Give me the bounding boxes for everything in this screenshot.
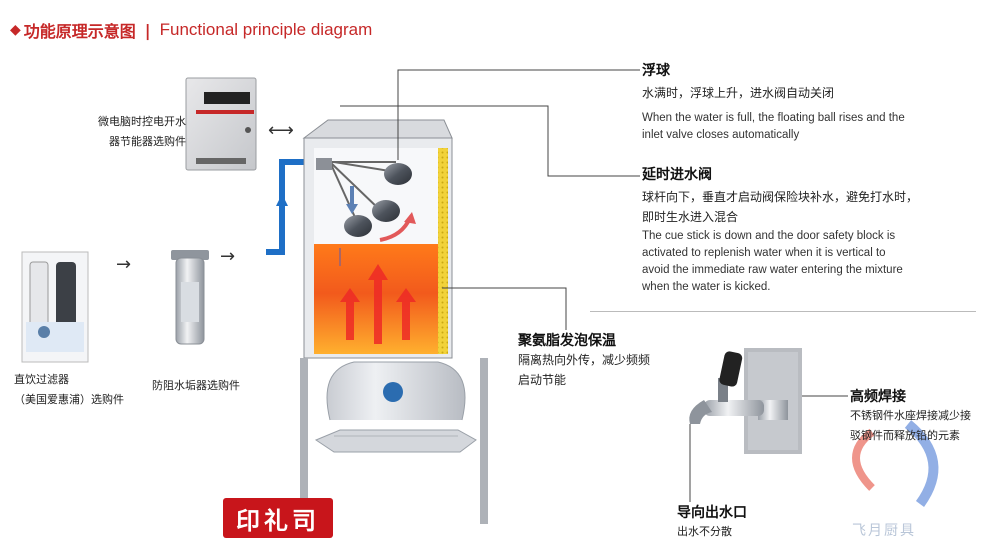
outlet-title: 导向出水口 <box>677 505 747 521</box>
brand-logo: 印礼司 <box>223 498 333 538</box>
controller-box <box>185 77 257 171</box>
delay-valve-desc-en: The cue stick is down and the door safet… <box>642 230 903 293</box>
diamond-icon: ◆ <box>10 22 21 38</box>
welding-desc: 不锈钢件水座焊接减少接 驳钢件而释放铅的元素 <box>850 409 971 442</box>
stand <box>300 358 488 524</box>
float-ball-title: 浮球 <box>642 63 670 79</box>
delay-valve-desc-cn: 球杆向下，垂直才启动阀保险块补水，避免打水时， 即时生水进入混合 <box>642 190 919 224</box>
title-en: Functional principle diagram <box>159 20 373 39</box>
watermark-swirl <box>852 420 939 507</box>
arrow-right-icon: → <box>220 246 236 267</box>
filter-unit <box>21 251 89 363</box>
faucet-closeup <box>689 348 802 454</box>
page-title: ◆ 功能原理示意图 | Functional principle diagram <box>10 18 372 42</box>
arrow-right-icon: → <box>116 254 132 275</box>
outlet-desc: 出水不分散 <box>677 525 732 538</box>
insulation-desc: 隔离热向外传，减少频频 启动节能 <box>518 353 651 387</box>
controller-caption: 微电脑时控电开水 器节能器选购件 <box>98 115 186 148</box>
title-separator: | <box>144 20 151 40</box>
scale-inhibitor-caption: 防阻水垢器选购件 <box>152 379 240 392</box>
filter-caption: 直饮过滤器 （美国爱惠浦）选购件 <box>14 373 124 406</box>
insulation-title: 聚氨脂发泡保温 <box>518 333 616 349</box>
watermark-text: 飞月厨具 <box>852 523 916 539</box>
float-ball-desc-cn: 水满时，浮球上升，进水阀自动关闭 <box>642 86 835 100</box>
welding-title: 高频焊接 <box>850 389 906 405</box>
double-arrow-icon: ⟷ <box>268 120 294 141</box>
delay-valve-title: 延时进水阀 <box>642 167 712 183</box>
divider <box>590 311 976 312</box>
title-cn: 功能原理示意图 <box>23 22 136 41</box>
float-ball-desc-en: When the water is full, the floating bal… <box>642 112 905 141</box>
scale-inhibitor <box>171 250 209 345</box>
